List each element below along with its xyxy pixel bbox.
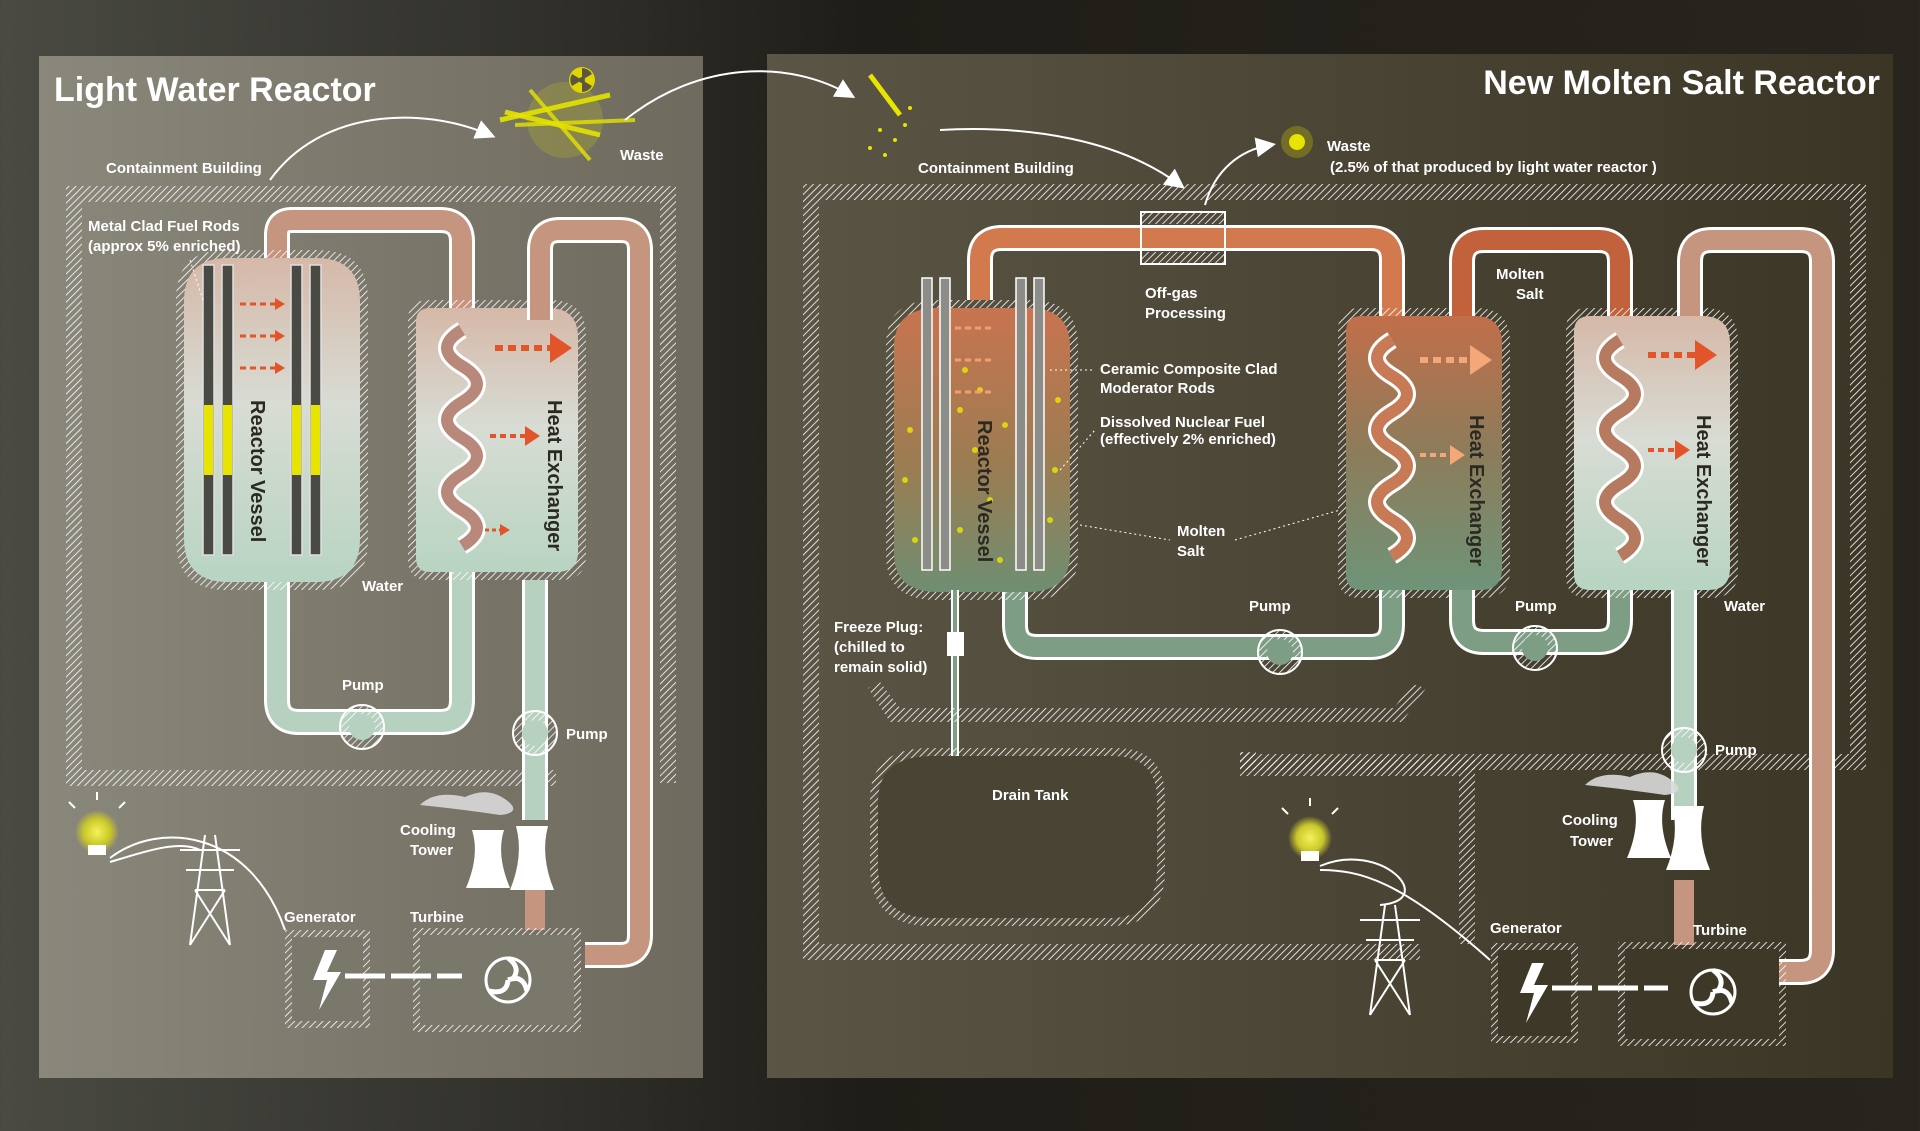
msr-cooling-tower-icon	[1585, 772, 1710, 870]
msr-heat-exchanger-2: Heat Exchanger	[1566, 308, 1738, 598]
msr-pump-1[interactable]	[1257, 629, 1303, 675]
lwr-generator-label: Generator	[284, 909, 356, 926]
msr-waste-dot	[1289, 134, 1305, 150]
msr-reactor-vessel: Reactor Vessel	[886, 277, 1078, 600]
msr-molten-salt-top-label-1: Molten	[1496, 266, 1544, 283]
msr-generator-label: Generator	[1490, 920, 1562, 937]
msr-reactor-vessel-label: Reactor Vessel	[973, 420, 995, 562]
msr-fuel-arrow	[939, 128, 1185, 189]
msr-waste-note: (2.5% of that produced by light water re…	[1330, 159, 1657, 176]
msr-pump-1-label: Pump	[1249, 598, 1291, 615]
lwr-reactor-vessel-label: Reactor Vessel	[246, 400, 268, 542]
msr-panel: New Molten Salt Reactor Containment Buil…	[624, 54, 1893, 1078]
lwr-secondary-loop	[522, 217, 653, 968]
msr-containment-label: Containment Building	[918, 160, 1074, 177]
msr-dissolved-label-1: Dissolved Nuclear Fuel	[1100, 414, 1265, 431]
offgas-label-2: Processing	[1145, 305, 1226, 322]
msr-water-label: Water	[1724, 598, 1765, 615]
freeze-plug-label-1: Freeze Plug:	[834, 619, 923, 636]
radiation-icon	[569, 67, 595, 93]
lwr-turbine-label: Turbine	[410, 909, 464, 926]
lwr-title: Light Water Reactor	[54, 71, 376, 109]
msr-cooling-label-2: Tower	[1570, 833, 1613, 850]
lwr-containment-label: Containment Building	[106, 160, 262, 177]
lwr-cooling-label-2: Tower	[410, 842, 453, 859]
freeze-plug-label-2: (chilled to	[834, 639, 905, 656]
lwr-primary-pump[interactable]	[339, 704, 385, 750]
msr-turbine-label: Turbine	[1693, 922, 1747, 939]
waste-transfer-arrow	[624, 70, 856, 121]
msr-title: New Molten Salt Reactor	[1483, 64, 1880, 102]
msr-heat-exchanger-2-label: Heat Exchanger	[1692, 415, 1714, 566]
lwr-secondary-pump[interactable]	[512, 710, 558, 756]
light-bulb-icon	[68, 792, 126, 855]
lwr-waste-arrow	[269, 116, 496, 181]
freeze-plug-label-3: remain solid)	[834, 659, 927, 676]
offgas-label-1: Off-gas	[1145, 285, 1198, 302]
drain-tank-label: Drain Tank	[992, 787, 1069, 804]
msr-molten-salt-mid-label-1: Molten	[1177, 523, 1225, 540]
lwr-heat-exchanger-label: Heat Exchanger	[543, 400, 565, 551]
light-bulb-icon	[1281, 798, 1339, 861]
msr-steam-loop	[1671, 227, 1835, 985]
msr-cooling-label-1: Cooling	[1562, 812, 1618, 829]
turbine-icon	[484, 955, 532, 1004]
turbine-icon	[1689, 967, 1737, 1016]
msr-pump-2[interactable]	[1512, 625, 1558, 671]
msr-pump-3[interactable]	[1661, 727, 1707, 773]
msr-pump-2-label: Pump	[1515, 598, 1557, 615]
msr-primary-salt-loop	[967, 225, 1405, 660]
lwr-primary-pump-label: Pump	[342, 677, 384, 694]
msr-dissolved-label-2: (effectively 2% enriched)	[1100, 431, 1276, 448]
msr-pump-3-label: Pump	[1715, 742, 1757, 759]
lightning-icon	[1520, 963, 1548, 1023]
lwr-cooling-label-1: Cooling	[400, 822, 456, 839]
lwr-fuel-rods-label-1: Metal Clad Fuel Rods	[88, 218, 240, 235]
msr-ceramic-label-1: Ceramic Composite Clad	[1100, 361, 1278, 378]
transmission-tower-icon	[109, 834, 286, 946]
drain-catch-basin	[868, 682, 1426, 722]
msr-molten-salt-top-label-2: Salt	[1516, 286, 1544, 303]
lwr-fuel-rods-label-2: (approx 5% enriched)	[88, 238, 241, 255]
msr-heat-exchanger-1: Heat Exchanger	[1338, 308, 1510, 598]
msr-waste-label: Waste	[1327, 138, 1371, 155]
lwr-panel: Light Water Reactor Containment Building…	[39, 56, 703, 1078]
lwr-waste-label: Waste	[620, 147, 664, 164]
lwr-waste-rods	[499, 82, 636, 162]
lwr-water-label: Water	[362, 578, 403, 595]
msr-fuel-dust	[868, 73, 912, 157]
msr-molten-salt-mid-label-2: Salt	[1177, 543, 1205, 560]
msr-heat-exchanger-1-label: Heat Exchanger	[1465, 415, 1487, 566]
lwr-cooling-tower-icon	[420, 792, 554, 890]
lightning-icon	[313, 950, 341, 1010]
transmission-tower-icon	[1319, 858, 1491, 1016]
lwr-heat-exchanger: Heat Exchanger	[408, 300, 586, 580]
lwr-secondary-pump-label: Pump	[566, 726, 608, 743]
msr-ceramic-label-2: Moderator Rods	[1100, 380, 1215, 397]
lwr-reactor-vessel: Reactor Vessel	[176, 250, 368, 590]
